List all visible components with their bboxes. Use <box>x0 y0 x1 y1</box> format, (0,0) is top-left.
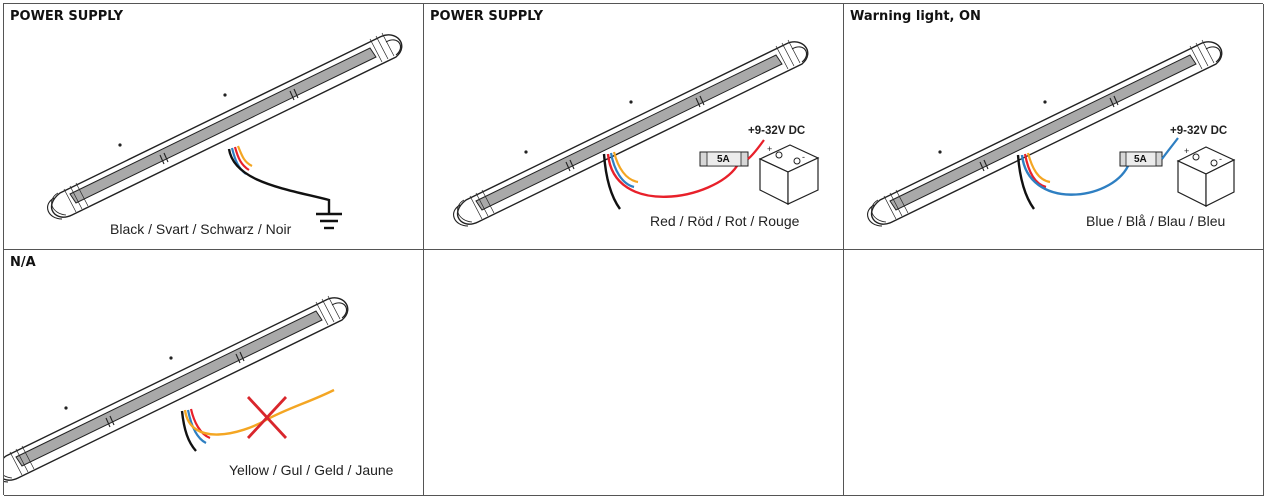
yellow-wire <box>183 388 335 436</box>
cell-title: POWER SUPPLY <box>10 9 123 24</box>
svg-text:+: + <box>1184 146 1189 156</box>
cell-title: N/A <box>10 255 36 270</box>
red-wire <box>233 146 250 171</box>
battery-icon: + - <box>1176 146 1236 207</box>
wiring-table: POWER SUPPLY Black / Svart / Schwarz / N… <box>3 3 1264 496</box>
empty-cell <box>424 250 844 496</box>
orange-wire <box>1026 152 1051 184</box>
wire-label: Red / Röd / Rot / Rouge <box>650 213 800 229</box>
fuse-icon <box>699 151 749 167</box>
cell-blue-warning: Warning light, ON + - +9-32V DC 5 <box>844 4 1264 250</box>
orange-wire <box>612 151 639 184</box>
lightbar <box>46 32 403 220</box>
cell-title: POWER SUPPLY <box>430 9 543 24</box>
voltage-label: +9-32V DC <box>748 125 806 137</box>
fuse-rating-label: 5A <box>717 154 730 165</box>
svg-text:-: - <box>1219 154 1222 164</box>
lightbar <box>866 39 1223 227</box>
lightbar <box>4 295 349 483</box>
black-wire <box>227 148 331 213</box>
red-wire <box>606 153 738 198</box>
empty-cell <box>844 250 1264 496</box>
voltage-label: +9-32V DC <box>1170 125 1228 137</box>
cell-black-power: POWER SUPPLY Black / Svart / Schwarz / N… <box>4 4 424 250</box>
black-wire <box>180 410 197 452</box>
red-wire <box>189 408 211 440</box>
battery-icon: + - <box>758 144 820 205</box>
wire-label: Yellow / Gul / Geld / Jaune <box>229 462 394 478</box>
fuse-rating-label: 5A <box>1134 154 1147 165</box>
red-wire-diagram: + - <box>452 39 820 227</box>
wire-label: Blue / Blå / Blau / Bleu <box>1086 213 1226 229</box>
black-wire <box>1016 154 1035 210</box>
cell-red-power: POWER SUPPLY + - +9-32V DC 5A <box>424 4 844 250</box>
orange-wire <box>236 145 253 167</box>
blue-wire-to-battery <box>1161 137 1179 160</box>
red-wire-to-battery <box>747 139 765 160</box>
svg-text:-: - <box>802 152 805 162</box>
cell-yellow-na: N/A Yellow / Gul / Geld / Jaune <box>4 250 424 496</box>
blue-wire-diagram: + - <box>866 39 1236 227</box>
cross-icon <box>246 396 288 439</box>
red-wire <box>1023 153 1047 189</box>
black-wire <box>602 153 621 210</box>
wire-label: Black / Svart / Schwarz / Noir <box>110 221 292 237</box>
blue-wire <box>1020 154 1130 196</box>
fuse-icon <box>1119 151 1163 167</box>
blue-wire <box>186 409 207 444</box>
yellow-wire-diagram <box>4 295 349 483</box>
blue-wire <box>609 152 635 189</box>
svg-text:+: + <box>767 144 772 154</box>
ground-icon <box>316 212 342 230</box>
black-wire-diagram <box>46 32 403 230</box>
cell-title: Warning light, ON <box>850 9 981 24</box>
